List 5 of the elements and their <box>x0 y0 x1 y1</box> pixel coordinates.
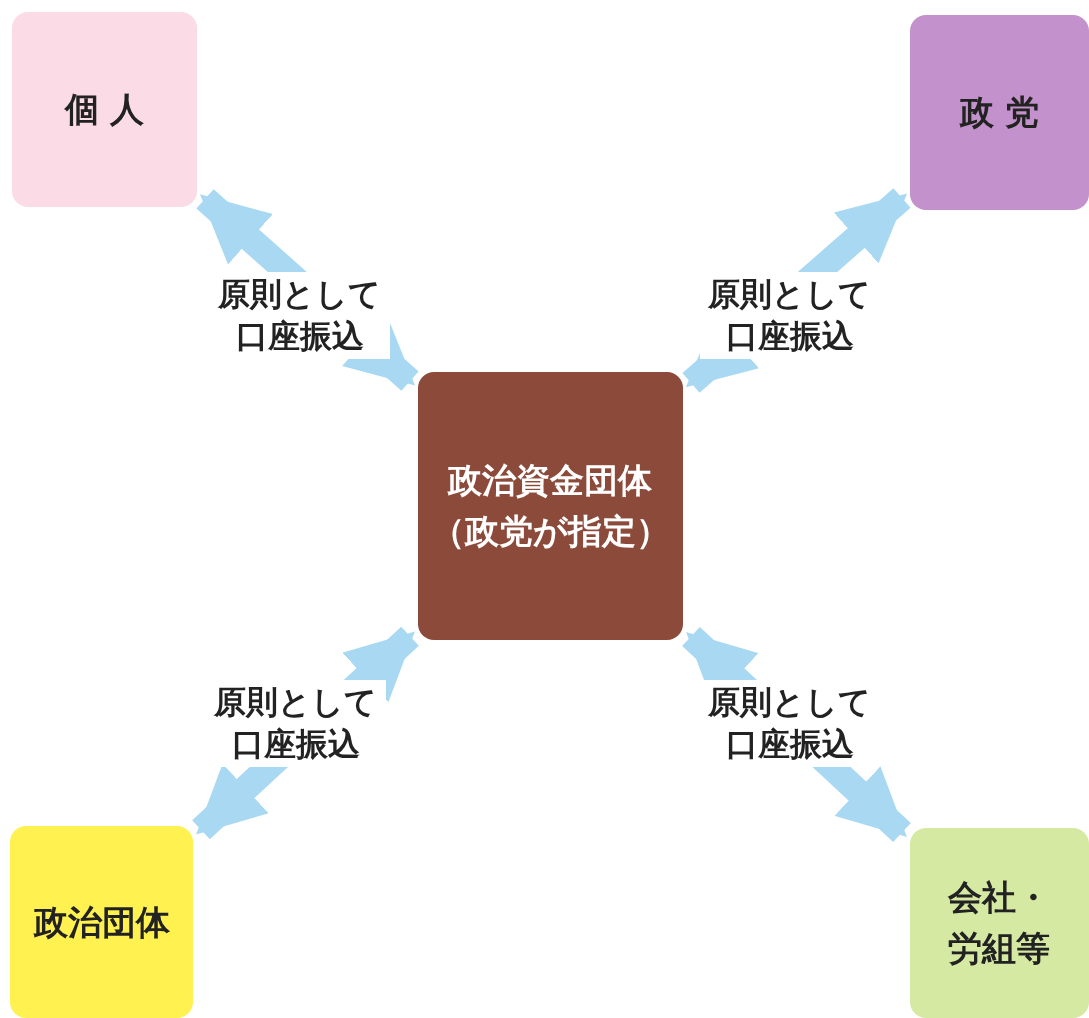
entity-box: 政 党 <box>910 15 1089 210</box>
entity-box: 個 人 <box>12 12 197 207</box>
entity-box: 政治団体 <box>10 826 193 1018</box>
entity-box: 会社・労組等 <box>910 828 1089 1018</box>
center-box: 政治資金団体（政党が指定） <box>418 372 683 640</box>
